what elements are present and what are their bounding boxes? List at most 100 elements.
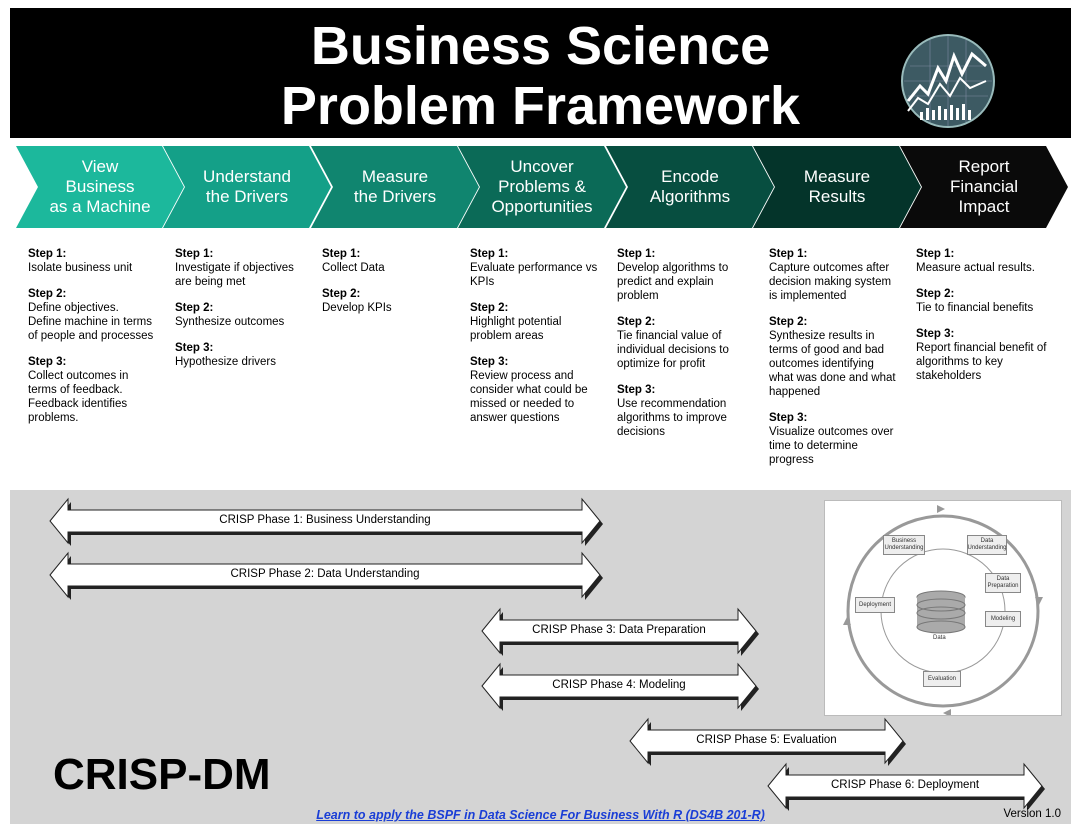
- step-item: Step 3: Review process and consider what …: [470, 355, 615, 425]
- step-item: Step 2: Tie to financial benefits: [916, 287, 1061, 315]
- step-item: Step 2: Define objectives. Define machine…: [28, 287, 173, 343]
- step-heading: Step 1:: [175, 248, 214, 260]
- phase-steps-column-7: Step 1: Measure actual results. Step 2: Tie…: [916, 247, 1061, 395]
- step-text: Hypothesize drivers: [175, 356, 276, 368]
- phase-chevron-1: [16, 146, 184, 228]
- step-heading: Step 2:: [769, 316, 808, 328]
- crisp-dm-title: CRISP-DM: [53, 750, 271, 799]
- step-text: Synthesize results in terms of good and …: [769, 330, 896, 398]
- evaluation-node: Evaluation: [923, 671, 961, 687]
- crisp-phase-label-5: CRISP Phase 5: Evaluation: [696, 734, 837, 746]
- data-understanding-node: Data Understanding: [967, 535, 1007, 555]
- step-heading: Step 2:: [916, 288, 955, 300]
- step-heading: Step 1:: [916, 248, 955, 260]
- step-text: Visualize outcomes over time to determin…: [769, 426, 894, 466]
- step-heading: Step 2:: [175, 302, 214, 314]
- phase-steps-column-5: Step 1:Develop algorithms to predict and…: [617, 247, 762, 451]
- step-item: Step 1: Investigate if objectives are bei…: [175, 247, 320, 289]
- step-item: Step 2: Highlight potential problem areas: [470, 301, 615, 343]
- step-item: Step 3:Collect outcomes in terms of feed…: [28, 355, 173, 425]
- step-heading: Step 2:: [617, 316, 656, 328]
- phase-label-5: Encode Algorithms: [649, 167, 731, 206]
- phase-chevron-5: [606, 146, 774, 228]
- step-text: Measure actual results.: [916, 262, 1035, 274]
- step-heading: Step 3:: [916, 328, 955, 340]
- step-heading: Step 1:: [769, 248, 808, 260]
- phase-steps-column-2: Step 1: Investigate if objectives are bei…: [175, 247, 320, 381]
- step-text: Investigate if objectives are being met: [175, 262, 294, 288]
- step-text: Evaluate performance vs KPIs: [470, 262, 598, 288]
- step-heading: Step 1:: [322, 248, 361, 260]
- step-heading: Step 3:: [617, 384, 656, 396]
- phase-steps-column-6: Step 1: Capture outcomes after decision m…: [769, 247, 914, 479]
- data-preparation-node: Data Preparation: [985, 573, 1021, 593]
- phase-label-2: Understand the Drivers: [203, 167, 291, 206]
- phase-chevron-7: [900, 146, 1068, 228]
- crisp-phase-label-4: CRISP Phase 4: Modeling: [552, 679, 686, 691]
- version-label: Version 1.0: [1003, 808, 1061, 820]
- phase-label-7: Report Financial Impact: [949, 157, 1019, 216]
- step-item: Step 3: Use recommendation algorithms to …: [617, 383, 762, 439]
- crisp-phase-arrow-6: [767, 762, 1043, 810]
- step-text: Define objectives. Define machine in ter…: [28, 302, 154, 342]
- crisp-phase-arrow-4: [481, 662, 757, 710]
- step-item: Step 2:Tie financial value of individual…: [617, 315, 762, 371]
- crisp-phase-arrow-2: [49, 551, 601, 599]
- crisp-phase-label-2: CRISP Phase 2: Data Understanding: [230, 568, 420, 580]
- crisp-phase-label-6: CRISP Phase 6: Deployment: [830, 779, 980, 791]
- step-item: Step 2: Synthesize outcomes: [175, 301, 320, 329]
- step-item: Step 1: Capture outcomes after decision m…: [769, 247, 914, 303]
- phase-chevron-2: [163, 146, 331, 228]
- header-banner: Business Science Problem Framework: [10, 8, 1071, 138]
- step-text: Highlight potential problem areas: [470, 316, 562, 342]
- deployment-node: Deployment: [855, 597, 895, 613]
- step-heading: Step 1:: [617, 248, 656, 260]
- data-node-label: Data: [933, 635, 946, 641]
- business-understanding-node: Business Understanding: [883, 535, 925, 555]
- step-item: Step 3: Visualize outcomes over time to d…: [769, 411, 914, 467]
- step-item: Step 1: Collect Data: [322, 247, 467, 275]
- step-item: Step 1: Measure actual results.: [916, 247, 1061, 275]
- step-heading: Step 2:: [470, 302, 509, 314]
- phase-label-3: Measure the Drivers: [353, 167, 437, 206]
- step-text: Use recommendation algorithms to improve…: [617, 398, 727, 438]
- page-title: Business Science Problem Framework: [10, 16, 1071, 136]
- step-text: Collect outcomes in terms of feedback. F…: [28, 370, 129, 424]
- crisp-phase-arrow-1: [49, 497, 601, 545]
- step-heading: Step 2:: [28, 288, 67, 300]
- crisp-dm-cycle-diagram: Business Understanding Data Understandin…: [824, 500, 1062, 716]
- step-item: Step 2: Synthesize results in terms of go…: [769, 315, 914, 399]
- ds4b-course-link[interactable]: Learn to apply the BSPF in Data Science …: [316, 808, 765, 822]
- step-text: Report financial benefit of algorithms t…: [916, 342, 1047, 382]
- phase-chevron-3: [311, 146, 479, 228]
- step-text: Capture outcomes after decision making s…: [769, 262, 892, 302]
- step-text: Develop KPIs: [322, 302, 392, 314]
- crisp-phase-arrows: [49, 497, 1045, 811]
- business-science-logo-icon: [901, 34, 995, 128]
- phase-label-6: Measure Results: [803, 167, 871, 206]
- step-item: Step 1:Develop algorithms to predict and…: [617, 247, 762, 303]
- phase-chevron-4: [458, 146, 626, 228]
- step-text: Review process and consider what could b…: [470, 370, 588, 424]
- step-item: Step 2: Develop KPIs: [322, 287, 467, 315]
- step-heading: Step 3:: [175, 342, 214, 354]
- step-heading: Step 3:: [470, 356, 509, 368]
- title-line-2: Problem Framework: [280, 76, 801, 136]
- phase-chevron-6: [753, 146, 921, 228]
- crisp-phase-label-3: CRISP Phase 3: Data Preparation: [532, 624, 706, 636]
- step-item: Step 3: Hypothesize drivers: [175, 341, 320, 369]
- step-text: Synthesize outcomes: [175, 316, 285, 328]
- step-item: Step 3: Report financial benefit of algor…: [916, 327, 1061, 383]
- step-heading: Step 2:: [322, 288, 361, 300]
- phase-chevrons: [16, 146, 1068, 228]
- step-text: Tie to financial benefits: [916, 302, 1034, 314]
- title-line-1: Business Science: [310, 16, 771, 76]
- crisp-phase-label-1: CRISP Phase 1: Business Understanding: [219, 514, 431, 526]
- step-text: Collect Data: [322, 262, 385, 274]
- modeling-node: Modeling: [985, 611, 1021, 627]
- step-heading: Step 3:: [769, 412, 808, 424]
